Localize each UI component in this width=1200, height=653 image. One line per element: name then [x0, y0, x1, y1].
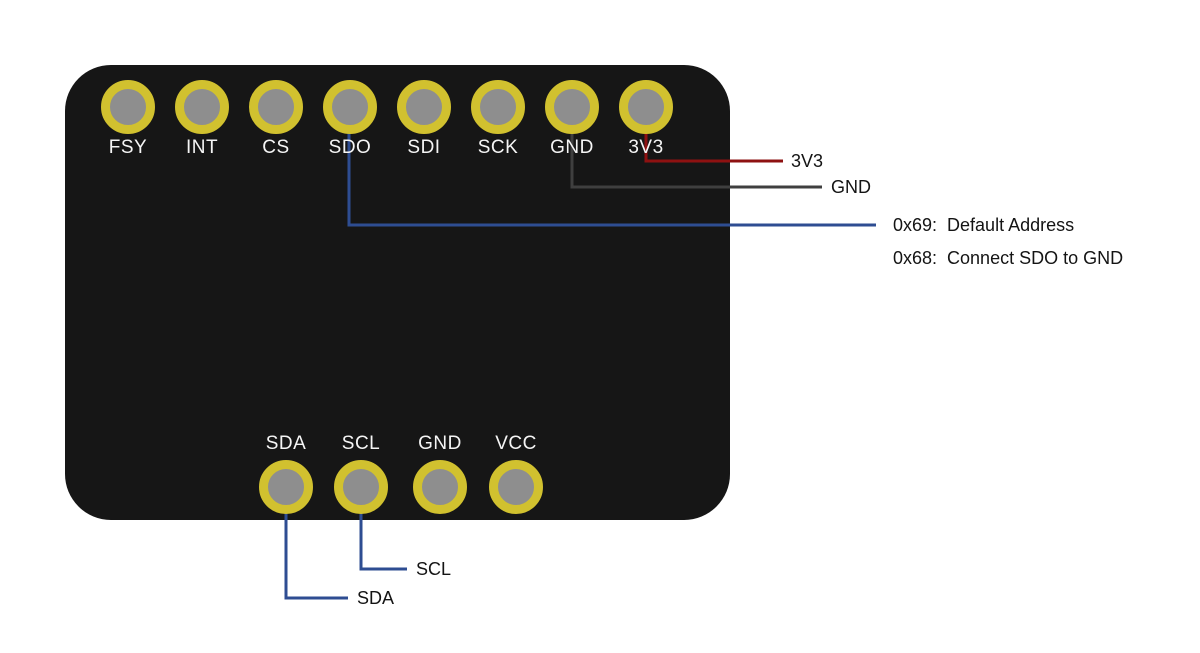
pin-3v3 — [619, 80, 673, 134]
pin-gnd-top — [545, 80, 599, 134]
annotation-gnd: GND — [831, 177, 871, 197]
wire-sda — [284, 510, 348, 600]
pin-label-sdi: SDI — [407, 137, 441, 158]
pin-int — [175, 80, 229, 134]
pin-sdi — [397, 80, 451, 134]
pin-fsy — [101, 80, 155, 134]
annotation-address-alt: 0x68: Connect SDO to GND — [893, 248, 1124, 268]
annotation-sda: SDA — [357, 588, 395, 608]
pin-sck — [471, 80, 525, 134]
pin-label-3v3: 3V3 — [628, 137, 664, 158]
pin-label-fsy: FSY — [108, 137, 148, 158]
annotation-scl: SCL — [416, 559, 452, 579]
pin-label-scl: SCL — [341, 433, 381, 454]
sensor-board — [65, 65, 730, 520]
pin-label-vcc: VCC — [495, 433, 537, 454]
pin-sdo — [323, 80, 377, 134]
pin-label-gnd-top: GND — [550, 137, 594, 158]
pin-gnd-bottom — [413, 460, 467, 514]
pin-label-sck: SCK — [477, 137, 519, 158]
annotation-3v3: 3V3 — [791, 151, 824, 171]
pin-vcc — [489, 460, 543, 514]
pin-label-int: INT — [185, 137, 219, 158]
annotation-address-default: 0x69: Default Address — [893, 215, 1075, 235]
wire-scl — [359, 510, 407, 571]
pin-label-gnd-bottom: GND — [418, 433, 462, 454]
pin-label-cs: CS — [262, 137, 290, 158]
wire-sdo-address — [347, 106, 876, 227]
pin-label-sdo: SDO — [328, 137, 372, 158]
pin-sda — [259, 460, 313, 514]
pin-cs — [249, 80, 303, 134]
pin-label-sda: SDA — [265, 433, 307, 454]
pin-scl — [334, 460, 388, 514]
